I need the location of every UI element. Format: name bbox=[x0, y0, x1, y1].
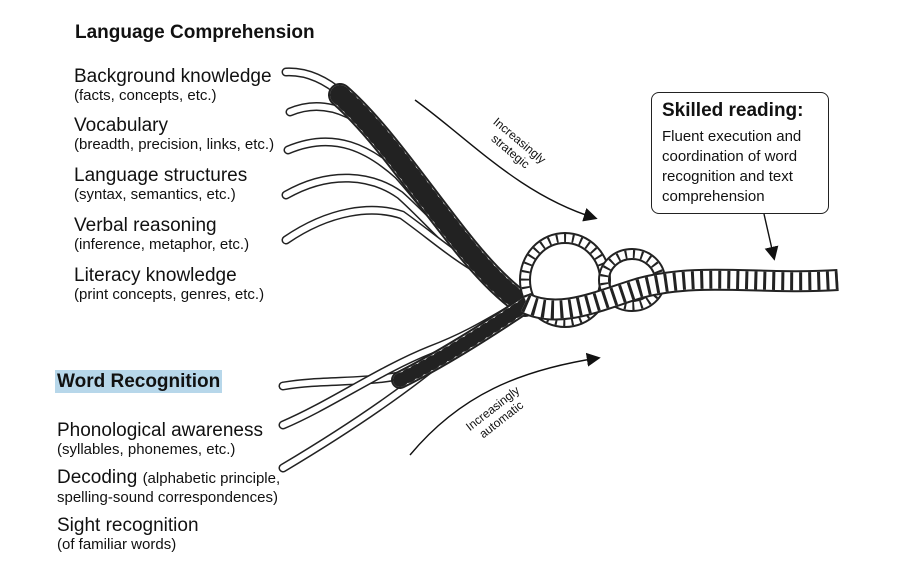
wr-item-title: Phonological awareness bbox=[57, 420, 263, 441]
wr-item-sight-recognition: Sight recognition (of familiar words) bbox=[57, 515, 199, 553]
lc-item-verbal-reasoning: Verbal reasoning (inference, metaphor, e… bbox=[74, 215, 249, 253]
lc-item-title: Verbal reasoning bbox=[74, 215, 217, 236]
wr-item-phonological-awareness: Phonological awareness (syllables, phone… bbox=[57, 420, 263, 458]
lc-item-detail: (syntax, semantics, etc.) bbox=[74, 186, 236, 203]
lc-item-language-structures: Language structures (syntax, semantics, … bbox=[74, 165, 247, 203]
callout-pointer-arrow bbox=[763, 213, 779, 261]
braided-rope bbox=[519, 232, 839, 328]
lc-item-detail: (breadth, precision, links, etc.) bbox=[74, 136, 275, 153]
word-recognition-strands bbox=[278, 296, 534, 473]
wr-item-detail: spelling-sound correspondences) bbox=[57, 489, 278, 506]
wr-item-title: Sight recognition bbox=[57, 515, 199, 536]
lc-item-detail: (print concepts, genres, etc.) bbox=[74, 286, 265, 303]
lc-item-title: Language structures bbox=[74, 165, 248, 186]
word-recognition-heading-text: Word Recognition bbox=[55, 370, 223, 393]
lc-item-title: Background knowledge bbox=[74, 66, 272, 87]
wr-item-title-row: Decoding (alphabetic principle, bbox=[57, 467, 280, 489]
lc-item-detail: (facts, concepts, etc.) bbox=[74, 87, 217, 104]
lc-item-vocabulary: Vocabulary (breadth, precision, links, e… bbox=[74, 115, 274, 153]
lc-item-background-knowledge: Background knowledge (facts, concepts, e… bbox=[74, 66, 272, 104]
lc-item-detail: (inference, metaphor, etc.) bbox=[74, 236, 250, 253]
word-recognition-heading: Word Recognition bbox=[55, 370, 223, 393]
skilled-reading-body: Fluent execution and coordination of wor… bbox=[662, 128, 802, 205]
skilled-reading-callout: Skilled reading: Fluent execution and co… bbox=[651, 92, 829, 214]
wr-item-detail: (syllables, phonemes, etc.) bbox=[57, 441, 236, 458]
lc-item-title: Vocabulary bbox=[74, 115, 169, 136]
lc-item-literacy-knowledge: Literacy knowledge (print concepts, genr… bbox=[74, 265, 264, 303]
lc-item-title: Literacy knowledge bbox=[74, 265, 237, 286]
language-comprehension-heading: Language Comprehension bbox=[75, 22, 315, 43]
wr-item-title: Decoding bbox=[57, 467, 138, 488]
automatic-arrow bbox=[409, 352, 601, 456]
language-comprehension-strands bbox=[281, 67, 537, 317]
wr-item-detail: (of familiar words) bbox=[57, 536, 177, 553]
wr-item-decoding: Decoding (alphabetic principle, spelling… bbox=[57, 467, 280, 506]
wr-item-detail-inline: (alphabetic principle, bbox=[142, 470, 281, 487]
strategic-arrow bbox=[414, 99, 598, 222]
skilled-reading-title: Skilled reading: bbox=[662, 100, 804, 121]
